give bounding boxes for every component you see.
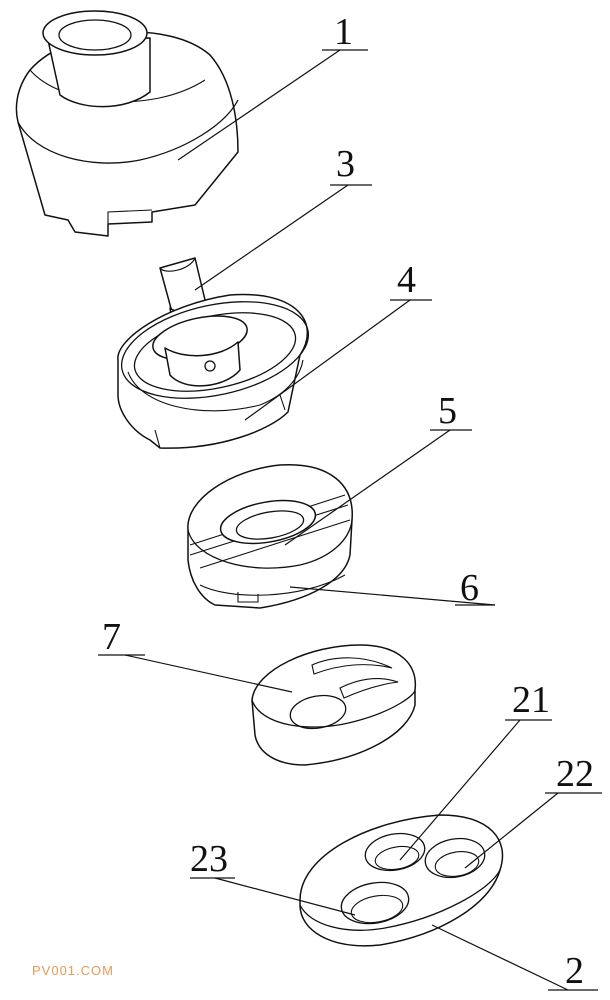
label-part-21: 21	[512, 679, 550, 721]
label-part-4: 4	[397, 259, 416, 301]
label-part-1: 1	[334, 11, 353, 53]
part-labels: 1 3 4 5 6 7 21 22 23 2	[102, 11, 594, 992]
label-part-22: 22	[556, 753, 594, 795]
label-part-5: 5	[438, 390, 457, 432]
part-5-6-moving-disc	[187, 464, 353, 609]
part-2-base-plate	[299, 814, 504, 947]
label-part-2: 2	[565, 950, 584, 992]
watermark: PV001.COM	[32, 963, 114, 978]
part-1-housing	[15, 10, 239, 237]
part-4-holder-ring	[117, 293, 310, 449]
leader-lines	[98, 49, 602, 991]
label-part-23: 23	[190, 838, 228, 880]
label-part-6: 6	[460, 567, 479, 609]
label-part-7: 7	[102, 616, 121, 658]
label-part-3: 3	[336, 143, 355, 185]
part-7-plate	[251, 644, 417, 766]
